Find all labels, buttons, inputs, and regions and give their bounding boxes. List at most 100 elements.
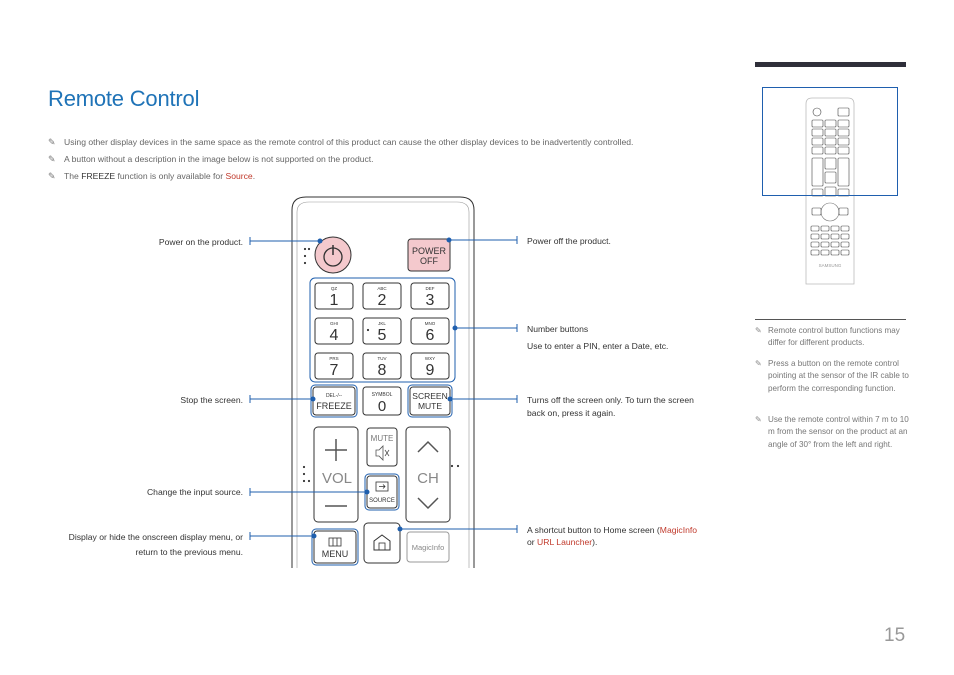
pencil-icon: ✎	[755, 326, 762, 335]
thumbnail-dpad	[820, 202, 840, 222]
freeze-term: FREEZE	[81, 171, 116, 181]
thumbnail-key	[810, 249, 820, 256]
number-key-4	[314, 317, 354, 345]
thumbnail-key	[811, 188, 824, 197]
number-key-letters: QZ	[331, 286, 338, 291]
number-key-digit: 4	[330, 327, 339, 344]
note-text: function is only available for	[115, 171, 226, 181]
number-key-digit: 3	[426, 292, 435, 309]
number-key-digit: 6	[426, 327, 435, 344]
menu-description-line2: return to the previous menu.	[135, 547, 243, 557]
number-key-digit: 2	[378, 292, 387, 309]
screen-mute-description-line2: back on, press it again.	[527, 408, 616, 418]
power-off-label-2: OFF	[420, 256, 438, 266]
number-key-digit: 7	[330, 362, 339, 379]
thumbnail-key	[830, 233, 840, 240]
thumbnail-key	[810, 225, 820, 232]
thumbnail-key	[830, 249, 840, 256]
number-key-digit: 5	[378, 327, 387, 344]
thumbnail-key	[811, 128, 824, 137]
screen-mute-description-line1: Turns off the screen only. To turn the s…	[527, 395, 694, 405]
note-text: A button without a description in the im…	[64, 154, 374, 164]
side-note: ✎ Use the remote control within 7 m to 10…	[755, 414, 910, 451]
menu-description-line1: Display or hide the onscreen display men…	[68, 532, 243, 542]
pencil-icon: ✎	[48, 171, 56, 181]
source-link[interactable]: Source	[225, 171, 253, 181]
thumbnail-key	[840, 249, 850, 256]
source-icon	[375, 481, 389, 492]
thumbnail-key	[820, 225, 830, 232]
thumbnail-key	[824, 186, 837, 197]
note-text: Using other display devices in the same …	[64, 137, 634, 147]
menu-icon	[328, 537, 342, 547]
magicinfo-label: MagicInfo	[412, 543, 445, 552]
thumbnail-brand: SAMSUNG	[819, 263, 842, 268]
thumbnail-key	[838, 207, 849, 216]
number-key-letters: DEF	[426, 286, 435, 291]
channel-up-icon	[417, 440, 439, 453]
magicinfo-link[interactable]: MagicInfo	[659, 525, 698, 535]
pencil-icon: ✎	[755, 415, 762, 424]
number-key-letters: WXY	[425, 356, 435, 361]
pencil-icon: ✎	[48, 137, 56, 147]
thumbnail-key	[824, 137, 837, 146]
number-key-9	[410, 352, 450, 380]
source-label: SOURCE	[369, 498, 395, 504]
thumbnail-key	[830, 225, 840, 232]
url-launcher-link[interactable]: URL Launcher	[537, 537, 593, 547]
thumbnail-key	[811, 119, 824, 128]
thumbnail-highlight	[762, 87, 898, 196]
number-key-letters: PRS	[329, 356, 338, 361]
thumbnail-key	[824, 128, 837, 137]
thumbnail-key	[811, 137, 824, 146]
power-off-description: Power off the product.	[527, 236, 611, 246]
remote-body	[291, 196, 475, 568]
pencil-icon: ✎	[755, 359, 762, 368]
pencil-icon: ✎	[48, 154, 56, 164]
channel-down-icon	[417, 497, 439, 510]
thumbnail-key	[824, 146, 837, 155]
thumbnail-key	[824, 157, 837, 170]
thumbnail-key	[824, 119, 837, 128]
number-key-letters: MNO	[425, 321, 436, 326]
number-key-letters: JKL	[378, 321, 386, 326]
thumbnail-key	[837, 188, 850, 197]
thumbnail-key	[837, 128, 850, 137]
note-item: ✎ The FREEZE function is only available f…	[48, 171, 255, 182]
home-description-text: A shortcut button to Home screen (	[527, 525, 660, 535]
thumbnail-key	[837, 107, 850, 117]
number-key-letters: ABC	[377, 286, 387, 291]
side-note-text: Use the remote control within 7 m to 10 …	[768, 415, 909, 449]
remote-thumbnail: SAMSUNG	[805, 97, 855, 285]
page-number: 15	[884, 625, 906, 646]
channel-rocker	[405, 426, 451, 523]
zero-digit: 0	[378, 398, 386, 415]
number-key-5	[362, 317, 402, 345]
note-item: ✎ Using other display devices in the same…	[48, 137, 633, 148]
number-key-6	[410, 317, 450, 345]
mute-label: MUTE	[371, 434, 394, 443]
thumbnail-key	[837, 157, 850, 187]
thumbnail-key	[810, 241, 820, 248]
freeze-description: Stop the screen.	[180, 395, 243, 405]
zero-button	[362, 386, 402, 416]
thumbnail-keys	[810, 107, 850, 256]
thumbnail-key	[820, 233, 830, 240]
thumbnail-key	[811, 146, 824, 155]
home-description-text: ).	[592, 537, 598, 547]
side-note: ✎Remote control button functions may dif…	[755, 325, 910, 350]
side-divider	[755, 319, 906, 320]
callout-lines	[249, 236, 518, 540]
screen-mute-label-2: MUTE	[418, 401, 442, 411]
thumbnail-key	[837, 146, 850, 155]
thumbnail-key	[824, 171, 837, 184]
number-key-letters: GHI	[330, 321, 338, 326]
note-text: The	[64, 171, 82, 181]
power-off-button	[407, 238, 451, 272]
number-buttons-title: Number buttons	[527, 324, 589, 334]
source-description: Change the input source.	[146, 487, 243, 497]
thumbnail-power-key	[812, 107, 822, 117]
number-key-digit: 8	[378, 362, 387, 379]
ch-label: CH	[417, 470, 439, 487]
